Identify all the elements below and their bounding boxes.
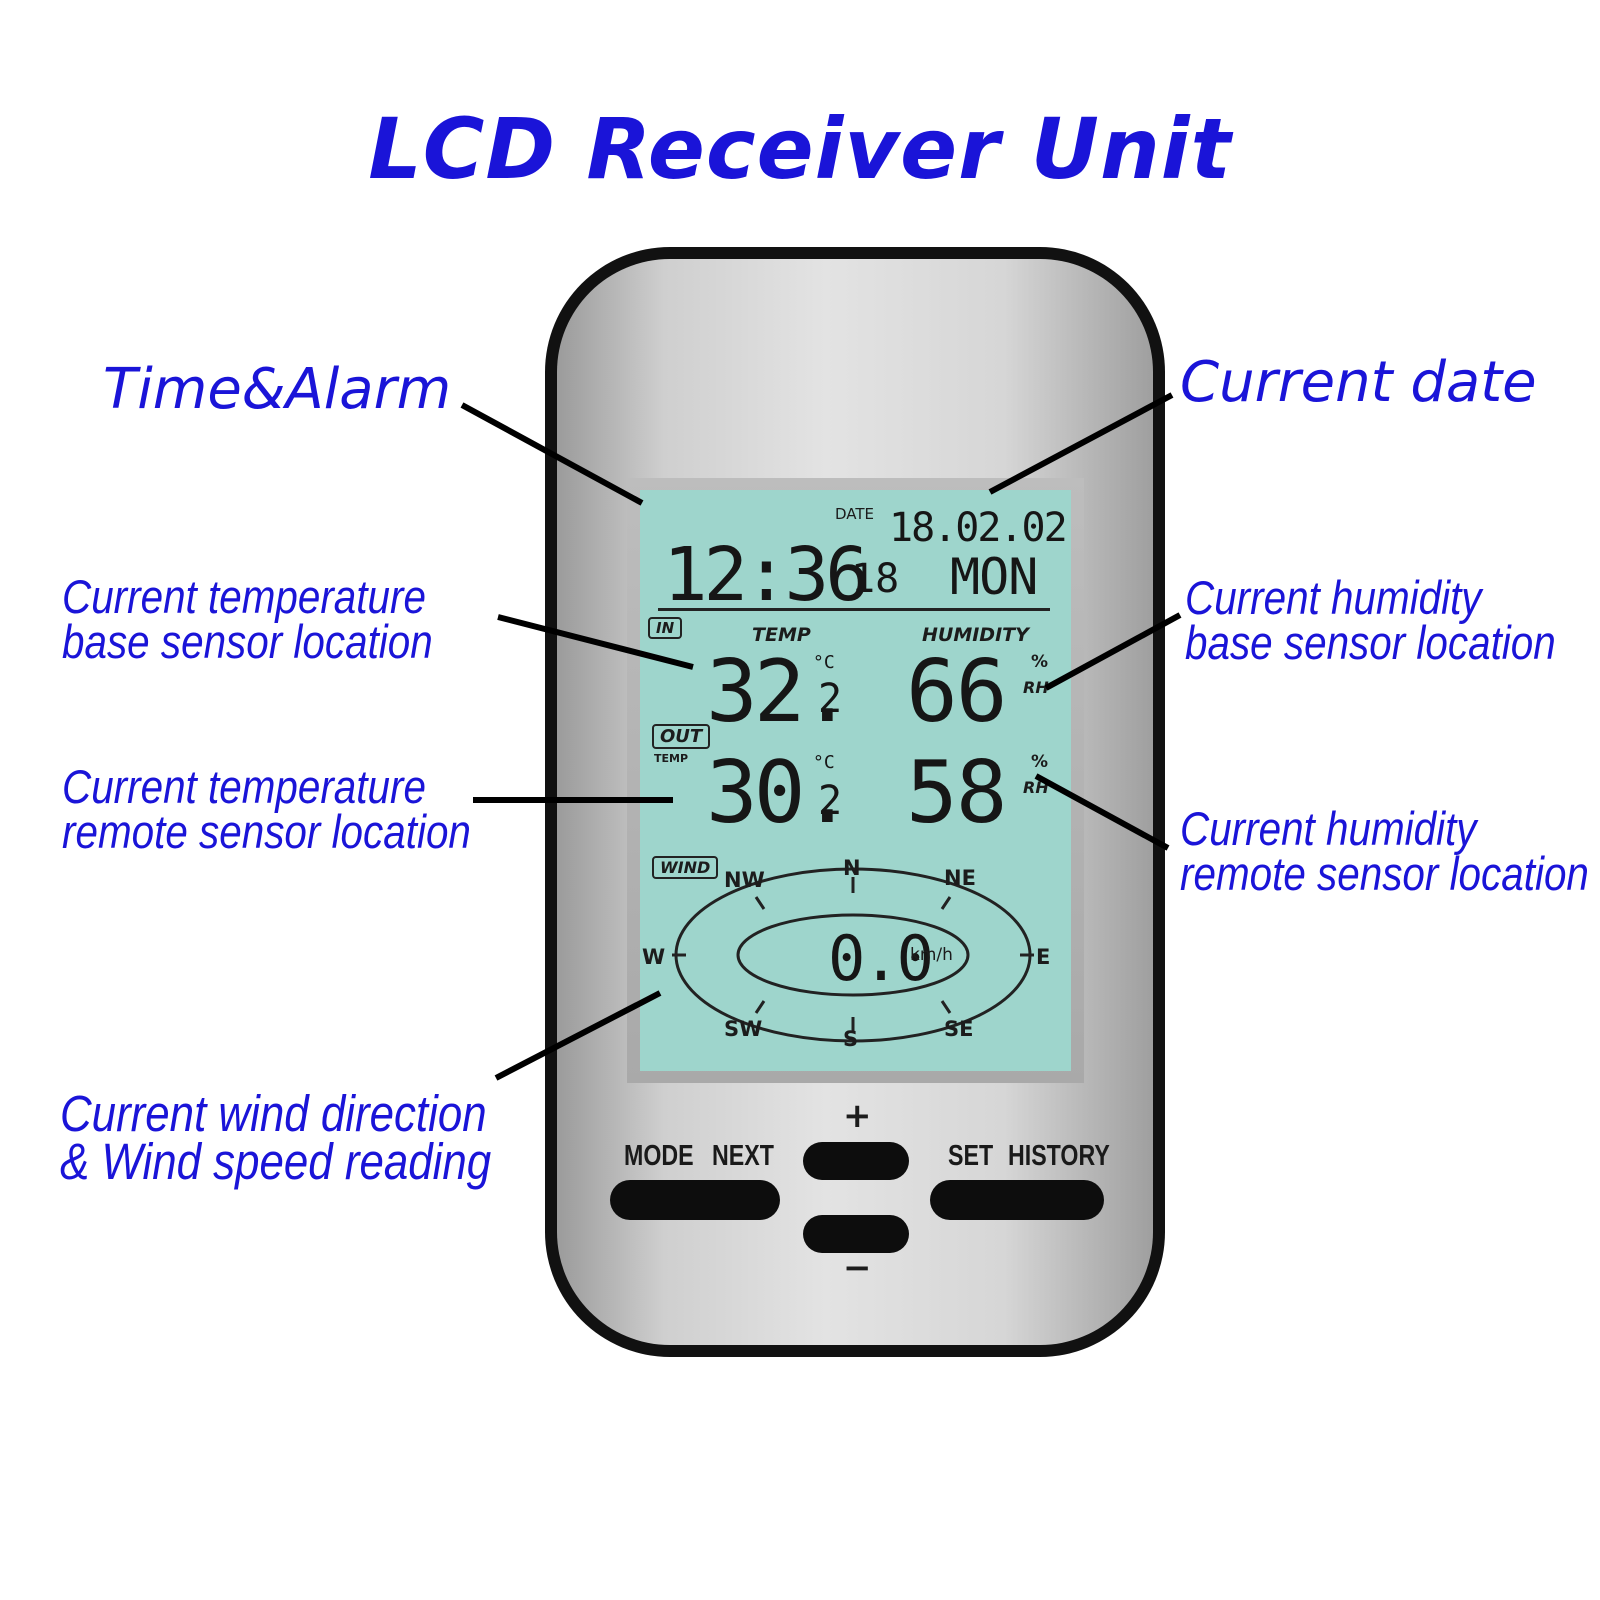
callout-temp-remote: Current temperature remote sensor locati… [62, 760, 471, 858]
plus-button[interactable] [803, 1142, 909, 1180]
out-humidity-value: 58 [906, 743, 1008, 843]
in-humidity-rh: RH [1023, 678, 1049, 697]
in-temp-unit: °C [813, 652, 835, 673]
mode-label: MODE [624, 1140, 694, 1172]
seconds-value: 18 [851, 556, 900, 602]
diagram-title: LCD Receiver Unit [368, 100, 1232, 198]
in-temp-decimal: 2 [818, 676, 843, 722]
out-temp-label: TEMP [654, 752, 689, 765]
leader-wind [494, 990, 662, 1081]
tick-nw [754, 896, 766, 910]
set-label: SET [948, 1140, 994, 1172]
minus-button[interactable] [803, 1215, 909, 1253]
callout-humidity-remote-line2: remote sensor location [1180, 846, 1589, 900]
lcd-screen [640, 490, 1071, 1071]
leader-humidity-base [1044, 612, 1182, 691]
in-humidity-percent: % [1031, 652, 1049, 672]
date-label: DATE [835, 505, 875, 523]
compass-se: SE [944, 1017, 974, 1041]
temp-header: TEMP [752, 624, 811, 646]
callout-wind-line2: & Wind speed reading [60, 1133, 492, 1191]
callout-humidity-base-line1: Current humidity [1185, 571, 1482, 624]
next-label: NEXT [712, 1140, 774, 1172]
leader-current-date [988, 392, 1174, 495]
time-value: 12:36 [663, 532, 870, 618]
leader-humidity-remote [1034, 773, 1170, 851]
tick-sw [754, 1000, 766, 1014]
wind-speed-unit: km/h [910, 945, 953, 965]
compass-e: E [1036, 945, 1051, 969]
callout-time-alarm: Time&Alarm [103, 357, 452, 422]
humidity-header: HUMIDITY [922, 624, 1029, 646]
out-temp-value: 30. [706, 743, 853, 843]
callout-humidity-base: Current humidity base sensor location [1185, 571, 1556, 669]
compass-s: S [843, 1027, 859, 1051]
minus-label: − [843, 1248, 872, 1288]
callout-temp-remote-line2: remote sensor location [62, 804, 471, 858]
mode-next-button[interactable] [610, 1180, 780, 1220]
out-badge: OUT [652, 724, 711, 749]
in-badge: IN [648, 617, 683, 639]
out-humidity-percent: % [1031, 752, 1049, 772]
lcd-divider [658, 608, 1050, 611]
compass-sw: SW [724, 1017, 763, 1041]
compass-ne: NE [944, 866, 976, 890]
callout-temp-base-line2: base sensor location [62, 614, 433, 668]
in-temp-value: 32. [706, 642, 853, 742]
plus-label: + [843, 1096, 872, 1136]
callout-humidity-remote: Current humidity remote sensor location [1180, 802, 1589, 900]
out-temp-decimal: 2 [818, 778, 843, 824]
callout-wind: Current wind direction & Wind speed read… [60, 1085, 492, 1191]
compass-nw: NW [724, 868, 765, 892]
tick-se [940, 1000, 952, 1014]
callout-humidity-base-line2: base sensor location [1185, 615, 1556, 669]
compass-n: N [843, 856, 861, 880]
callout-humidity-remote-line1: Current humidity [1180, 802, 1477, 855]
tick-ne [940, 896, 952, 910]
leader-time-alarm [460, 402, 644, 506]
weekday-value: MON [950, 548, 1038, 606]
leader-temp-base [497, 614, 694, 670]
callout-temp-base-line1: Current temperature [62, 570, 426, 623]
callout-current-date: Current date [1180, 350, 1537, 415]
in-humidity-value: 66 [906, 642, 1008, 742]
wind-badge: WIND [652, 856, 719, 879]
callout-temp-remote-line1: Current temperature [62, 760, 426, 813]
date-value: 18.02.02 [889, 505, 1068, 551]
set-history-button[interactable] [930, 1180, 1104, 1220]
callout-wind-line1: Current wind direction [60, 1085, 487, 1142]
out-temp-unit: °C [813, 752, 835, 773]
callout-temp-base: Current temperature base sensor location [62, 570, 433, 668]
compass-w: W [642, 945, 666, 969]
history-label: HISTORY [1008, 1140, 1110, 1172]
wind-speed-value: 0.0 [828, 922, 934, 995]
compass-inner-ellipse [736, 913, 970, 997]
